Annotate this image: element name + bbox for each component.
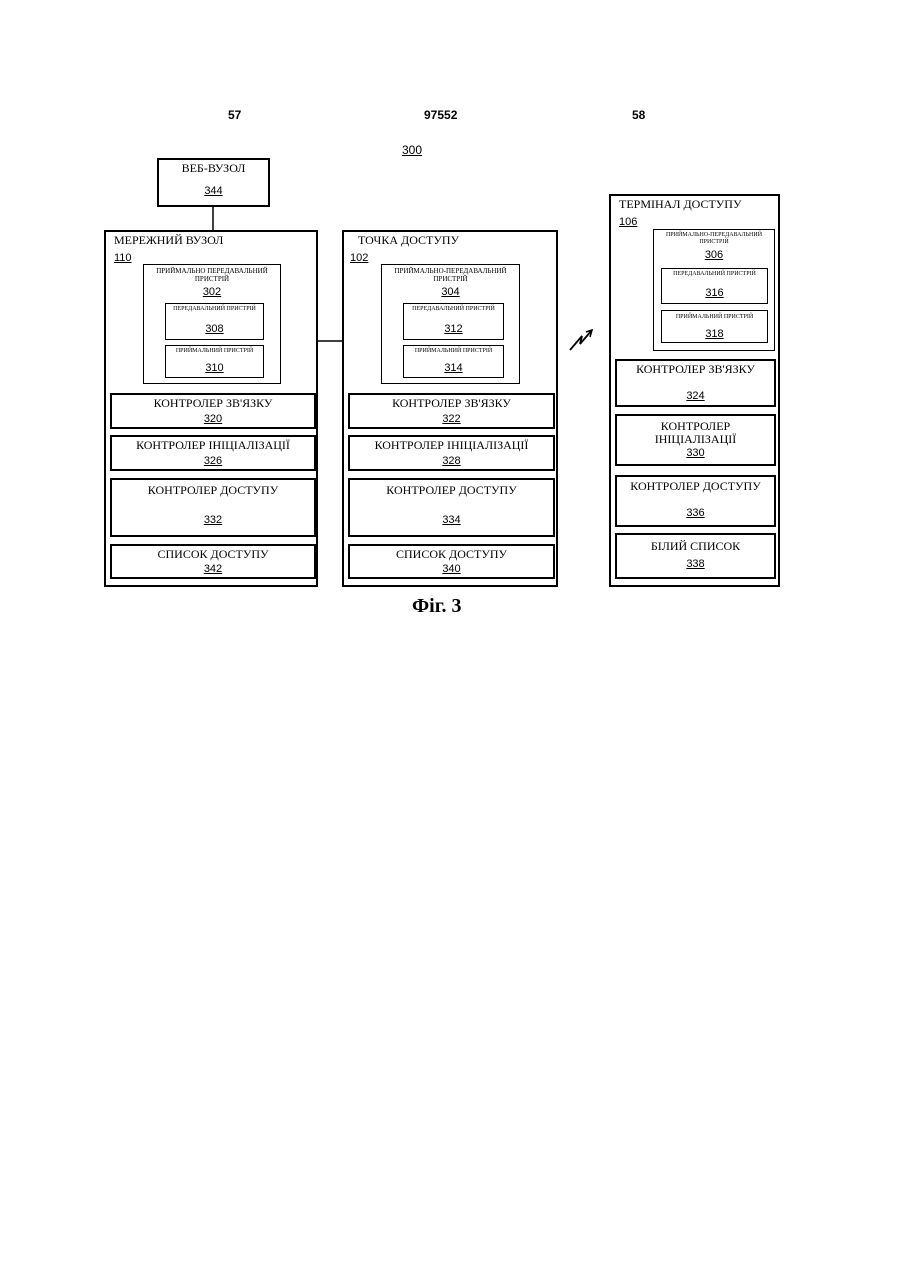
network-node-ref: 110 (114, 252, 132, 264)
network-comm-controller: КОНТРОЛЕР ЗВ'ЯЗКУ 320 (110, 393, 316, 429)
network-init-controller-title: КОНТРОЛЕР ІНІЦІАЛІЗАЦІЇ (112, 439, 314, 452)
terminal-transceiver-ref: 306 (654, 249, 774, 261)
ap-transceiver-title: ПРИЙМАЛЬНО-ПЕРЕДАВАЛЬНИЙ ПРИСТРІЙ (382, 267, 519, 283)
ap-access-list-title: СПИСОК ДОСТУПУ (350, 548, 553, 561)
ap-access-controller: КОНТРОЛЕР ДОСТУПУ 334 (348, 478, 555, 537)
ap-tx-box: ПЕРЕДАВАЛЬНИЙ ПРИСТРІЙ 312 (403, 303, 504, 340)
terminal-init-controller-ref: 330 (617, 447, 774, 459)
terminal-access-controller: КОНТРОЛЕР ДОСТУПУ 336 (615, 475, 776, 527)
terminal-white-list-title: БІЛИЙ СПИСОК (617, 540, 774, 553)
terminal-access-controller-ref: 336 (617, 507, 774, 519)
terminal-rx-ref: 318 (662, 328, 767, 340)
network-comm-controller-ref: 320 (112, 413, 314, 425)
ap-comm-controller-ref: 322 (350, 413, 553, 425)
ap-rx-title: ПРИЙМАЛЬНИЙ ПРИСТРІЙ (404, 347, 503, 355)
web-node-ref: 344 (159, 185, 268, 197)
network-access-list-ref: 342 (112, 563, 314, 575)
network-tx-box: ПЕРЕДАВАЛЬНИЙ ПРИСТРІЙ 308 (165, 303, 264, 340)
web-node-title: ВЕБ-ВУЗОЛ (159, 162, 268, 175)
network-transceiver-ref: 302 (144, 286, 280, 298)
terminal-white-list: БІЛИЙ СПИСОК 338 (615, 533, 776, 579)
ap-transceiver-box: ПРИЙМАЛЬНО-ПЕРЕДАВАЛЬНИЙ ПРИСТРІЙ 304 ПЕ… (381, 264, 520, 384)
ap-init-controller-ref: 328 (350, 455, 553, 467)
ap-rx-ref: 314 (404, 362, 503, 374)
ap-tx-title: ПЕРЕДАВАЛЬНИЙ ПРИСТРІЙ (404, 305, 503, 313)
terminal-access-controller-title: КОНТРОЛЕР ДОСТУПУ (617, 480, 774, 493)
network-rx-title: ПРИЙМАЛЬНИЙ ПРИСТРІЙ (166, 347, 263, 355)
web-node-box: ВЕБ-ВУЗОЛ 344 (157, 158, 270, 207)
terminal-tx-ref: 316 (662, 287, 767, 299)
access-point-title: ТОЧКА ДОСТУПУ (358, 234, 459, 247)
network-tx-ref: 308 (166, 323, 263, 335)
access-point-box: ТОЧКА ДОСТУПУ 102 ПРИЙМАЛЬНО-ПЕРЕДАВАЛЬН… (342, 230, 558, 587)
ap-transceiver-ref: 304 (382, 286, 519, 298)
terminal-tx-box: ПЕРЕДАВАЛЬНИЙ ПРИСТРІЙ 316 (661, 268, 768, 304)
network-access-controller-title: КОНТРОЛЕР ДОСТУПУ (112, 484, 314, 497)
network-access-controller: КОНТРОЛЕР ДОСТУПУ 332 (110, 478, 316, 537)
terminal-comm-controller: КОНТРОЛЕР ЗВ'ЯЗКУ 324 (615, 359, 776, 407)
network-rx-ref: 310 (166, 362, 263, 374)
terminal-white-list-ref: 338 (617, 558, 774, 570)
network-init-controller: КОНТРОЛЕР ІНІЦІАЛІЗАЦІЇ 326 (110, 435, 316, 471)
terminal-transceiver-title: ПРИЙМАЛЬНО-ПЕРЕДАВАЛЬНИЙ ПРИСТРІЙ (654, 232, 774, 246)
ap-tx-ref: 312 (404, 323, 503, 335)
ap-access-list-ref: 340 (350, 563, 553, 575)
network-tx-title: ПЕРЕДАВАЛЬНИЙ ПРИСТРІЙ (166, 305, 263, 313)
ap-comm-controller: КОНТРОЛЕР ЗВ'ЯЗКУ 322 (348, 393, 555, 429)
terminal-comm-controller-title: КОНТРОЛЕР ЗВ'ЯЗКУ (617, 363, 774, 376)
wireless-link-icon (570, 330, 592, 350)
network-init-controller-ref: 326 (112, 455, 314, 467)
terminal-transceiver-box: ПРИЙМАЛЬНО-ПЕРЕДАВАЛЬНИЙ ПРИСТРІЙ 306 ПЕ… (653, 229, 775, 351)
terminal-init-controller-title: КОНТРОЛЕР ІНІЦІАЛІЗАЦІЇ (654, 420, 738, 446)
ap-access-list: СПИСОК ДОСТУПУ 340 (348, 544, 555, 579)
ap-init-controller-title: КОНТРОЛЕР ІНІЦІАЛІЗАЦІЇ (350, 439, 553, 452)
figure-caption: Фіг. 3 (412, 595, 462, 618)
network-transceiver-title: ПРИЙМАЛЬНО ПЕРЕДАВАЛЬНИЙ ПРИСТРІЙ (144, 267, 280, 283)
access-terminal-ref: 106 (619, 216, 637, 228)
terminal-comm-controller-ref: 324 (617, 390, 774, 402)
network-access-list-title: СПИСОК ДОСТУПУ (112, 548, 314, 561)
ap-comm-controller-title: КОНТРОЛЕР ЗВ'ЯЗКУ (350, 397, 553, 410)
terminal-rx-box: ПРИЙМАЛЬНИЙ ПРИСТРІЙ 318 (661, 310, 768, 343)
network-access-controller-ref: 332 (112, 514, 314, 526)
terminal-tx-title: ПЕРЕДАВАЛЬНИЙ ПРИСТРІЙ (662, 270, 767, 278)
ap-rx-box: ПРИЙМАЛЬНИЙ ПРИСТРІЙ 314 (403, 345, 504, 378)
access-point-ref: 102 (350, 252, 368, 264)
ap-init-controller: КОНТРОЛЕР ІНІЦІАЛІЗАЦІЇ 328 (348, 435, 555, 471)
network-transceiver-box: ПРИЙМАЛЬНО ПЕРЕДАВАЛЬНИЙ ПРИСТРІЙ 302 ПЕ… (143, 264, 281, 384)
network-access-list: СПИСОК ДОСТУПУ 342 (110, 544, 316, 579)
access-terminal-title: ТЕРМІНАЛ ДОСТУПУ (619, 198, 741, 211)
network-comm-controller-title: КОНТРОЛЕР ЗВ'ЯЗКУ (112, 397, 314, 410)
terminal-init-controller: КОНТРОЛЕР ІНІЦІАЛІЗАЦІЇ 330 (615, 414, 776, 466)
network-node-box: МЕРЕЖНИЙ ВУЗОЛ 110 ПРИЙМАЛЬНО ПЕРЕДАВАЛЬ… (104, 230, 318, 587)
ap-access-controller-ref: 334 (350, 514, 553, 526)
network-rx-box: ПРИЙМАЛЬНИЙ ПРИСТРІЙ 310 (165, 345, 264, 378)
network-node-title: МЕРЕЖНИЙ ВУЗОЛ (114, 234, 223, 247)
ap-access-controller-title: КОНТРОЛЕР ДОСТУПУ (350, 484, 553, 497)
access-terminal-box: ТЕРМІНАЛ ДОСТУПУ 106 ПРИЙМАЛЬНО-ПЕРЕДАВА… (609, 194, 780, 587)
terminal-rx-title: ПРИЙМАЛЬНИЙ ПРИСТРІЙ (662, 313, 767, 321)
